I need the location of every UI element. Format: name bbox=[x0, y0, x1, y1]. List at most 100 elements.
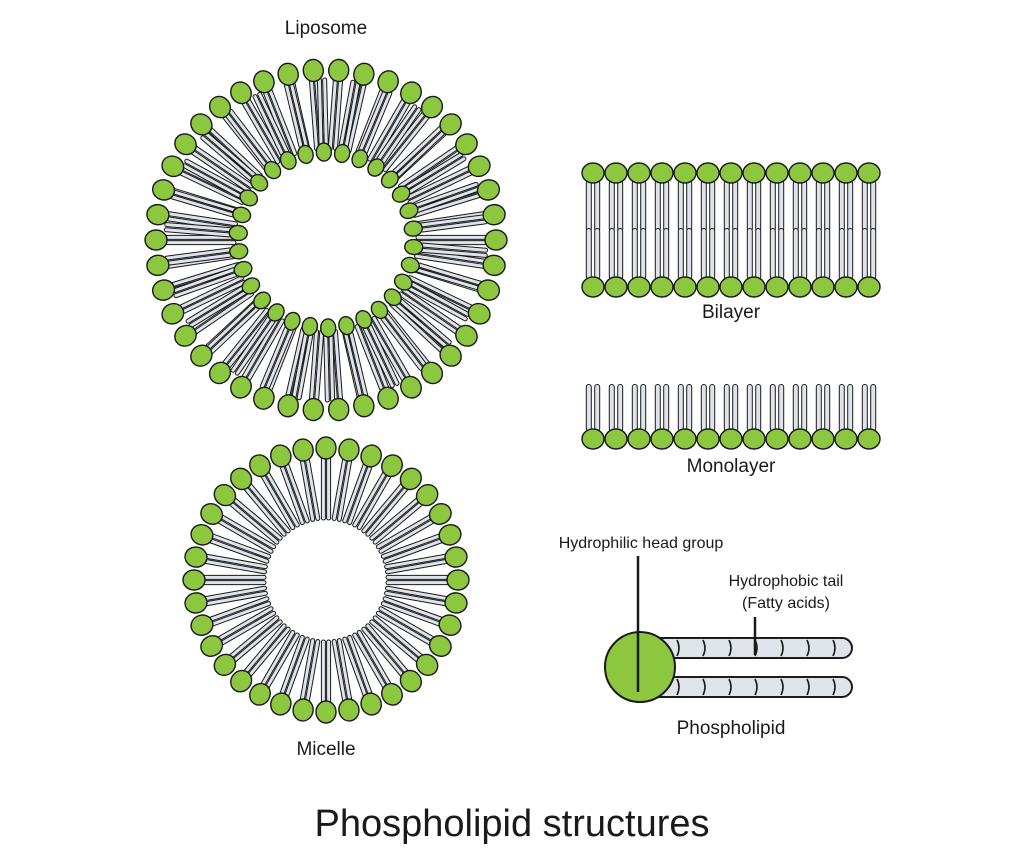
fatty-acid-tail bbox=[383, 539, 444, 563]
fatty-acid-tail bbox=[401, 288, 462, 330]
tail-segment bbox=[780, 678, 784, 696]
fatty-acid-tail bbox=[368, 319, 406, 382]
fatty-acid-tail bbox=[333, 79, 343, 150]
head-group bbox=[393, 273, 413, 291]
fatty-acid-tail bbox=[353, 471, 387, 527]
liposome-label: Liposome bbox=[285, 18, 367, 39]
fatty-acid-tail bbox=[204, 591, 267, 606]
fatty-acid-tail bbox=[280, 464, 304, 525]
head-group bbox=[270, 692, 292, 716]
head-group bbox=[696, 276, 720, 298]
fatty-acid-tail bbox=[208, 539, 269, 563]
fatty-acid-tail bbox=[165, 248, 231, 260]
fatty-acid-tail bbox=[408, 276, 473, 309]
head-group bbox=[241, 277, 261, 295]
head-group bbox=[673, 276, 697, 298]
tail-segment bbox=[702, 639, 706, 657]
head-group bbox=[444, 546, 468, 568]
fatty-acid-tail bbox=[385, 591, 448, 606]
fatty-acid-tail bbox=[399, 146, 459, 188]
fatty-acid-tail bbox=[359, 89, 387, 151]
fatty-acid-tail bbox=[393, 126, 442, 173]
head-group bbox=[380, 170, 399, 189]
head-group bbox=[834, 428, 858, 450]
fatty-acid-tail bbox=[315, 330, 324, 402]
fatty-acid-tail bbox=[381, 534, 442, 558]
fatty-acid-tail bbox=[372, 316, 410, 379]
fatty-acid-tail bbox=[244, 624, 286, 674]
fatty-acid-tail bbox=[229, 109, 271, 163]
fatty-acid-tail bbox=[415, 254, 486, 268]
fatty-acid-tail bbox=[285, 462, 309, 523]
page-title: Phospholipid structures bbox=[315, 803, 710, 845]
head-group bbox=[161, 155, 185, 178]
head-group bbox=[650, 428, 674, 450]
fatty-acid-tail bbox=[418, 263, 482, 285]
fatty-acid-tail bbox=[406, 166, 471, 200]
head-group bbox=[230, 81, 252, 105]
head-group bbox=[765, 162, 789, 184]
head-group bbox=[399, 202, 419, 220]
head-group bbox=[302, 58, 325, 83]
head-group bbox=[627, 428, 651, 450]
head-group bbox=[742, 162, 766, 184]
head-group bbox=[719, 276, 743, 298]
fatty-acid-tail bbox=[292, 333, 308, 399]
head-group bbox=[327, 397, 350, 422]
fatty-acid-tail bbox=[265, 329, 293, 391]
tail-annotation-line1: Hydrophobic tail bbox=[729, 573, 844, 590]
fatty-acid-tail bbox=[246, 319, 284, 382]
head-group bbox=[765, 428, 789, 450]
fatty-acid-tail bbox=[324, 335, 329, 402]
tail-segment bbox=[728, 678, 732, 696]
fatty-acid-tail bbox=[399, 299, 451, 344]
head-group bbox=[428, 635, 452, 657]
fatty-acid-tail bbox=[208, 597, 269, 621]
head-group bbox=[228, 224, 248, 242]
fatty-acid-tail bbox=[193, 146, 253, 188]
fatty-acid-tail bbox=[317, 78, 323, 145]
head-group bbox=[144, 229, 168, 251]
head-group bbox=[315, 436, 337, 460]
fatty-acid-tail bbox=[421, 220, 487, 232]
fatty-acid-tail bbox=[386, 559, 449, 574]
head-group bbox=[174, 324, 197, 347]
head-group bbox=[161, 302, 185, 325]
head-group bbox=[444, 592, 468, 614]
fatty-acid-tail bbox=[357, 630, 391, 686]
head-group bbox=[146, 203, 170, 226]
fatty-acid-tail bbox=[416, 187, 480, 212]
head-group bbox=[292, 438, 314, 462]
head-group bbox=[279, 151, 297, 170]
head-group bbox=[476, 279, 501, 301]
fatty-acid-tail bbox=[343, 637, 367, 698]
fatty-acid-tail bbox=[285, 637, 309, 698]
fatty-acid-tail bbox=[300, 639, 315, 702]
fatty-acid-tail bbox=[348, 464, 372, 525]
head-group bbox=[811, 276, 835, 298]
head-group bbox=[482, 254, 506, 277]
fatty-acid-tail bbox=[182, 164, 242, 198]
head-group bbox=[399, 467, 422, 491]
fatty-acid-tail bbox=[284, 83, 303, 148]
head-group-circle bbox=[604, 631, 676, 703]
head-group bbox=[239, 189, 259, 207]
fatty-acid-tail bbox=[408, 287, 467, 321]
head-group bbox=[355, 310, 373, 329]
tail-segment bbox=[806, 678, 810, 696]
head-group bbox=[476, 179, 501, 201]
fatty-acid-tail bbox=[220, 611, 276, 645]
fatty-acid-tail bbox=[280, 635, 304, 696]
fatty-acid-tail bbox=[420, 248, 487, 257]
head-group bbox=[190, 344, 213, 367]
fatty-acid-tail bbox=[261, 630, 295, 686]
fatty-acid-tail bbox=[363, 327, 394, 388]
head-group bbox=[581, 276, 605, 298]
head-group bbox=[302, 397, 325, 422]
fatty-acid-tail bbox=[362, 627, 404, 677]
head-group bbox=[277, 394, 299, 418]
fatty-acid-tail bbox=[373, 616, 423, 658]
fatty-acid-tail bbox=[416, 268, 481, 290]
head-group bbox=[327, 58, 350, 83]
head-group bbox=[360, 444, 382, 468]
